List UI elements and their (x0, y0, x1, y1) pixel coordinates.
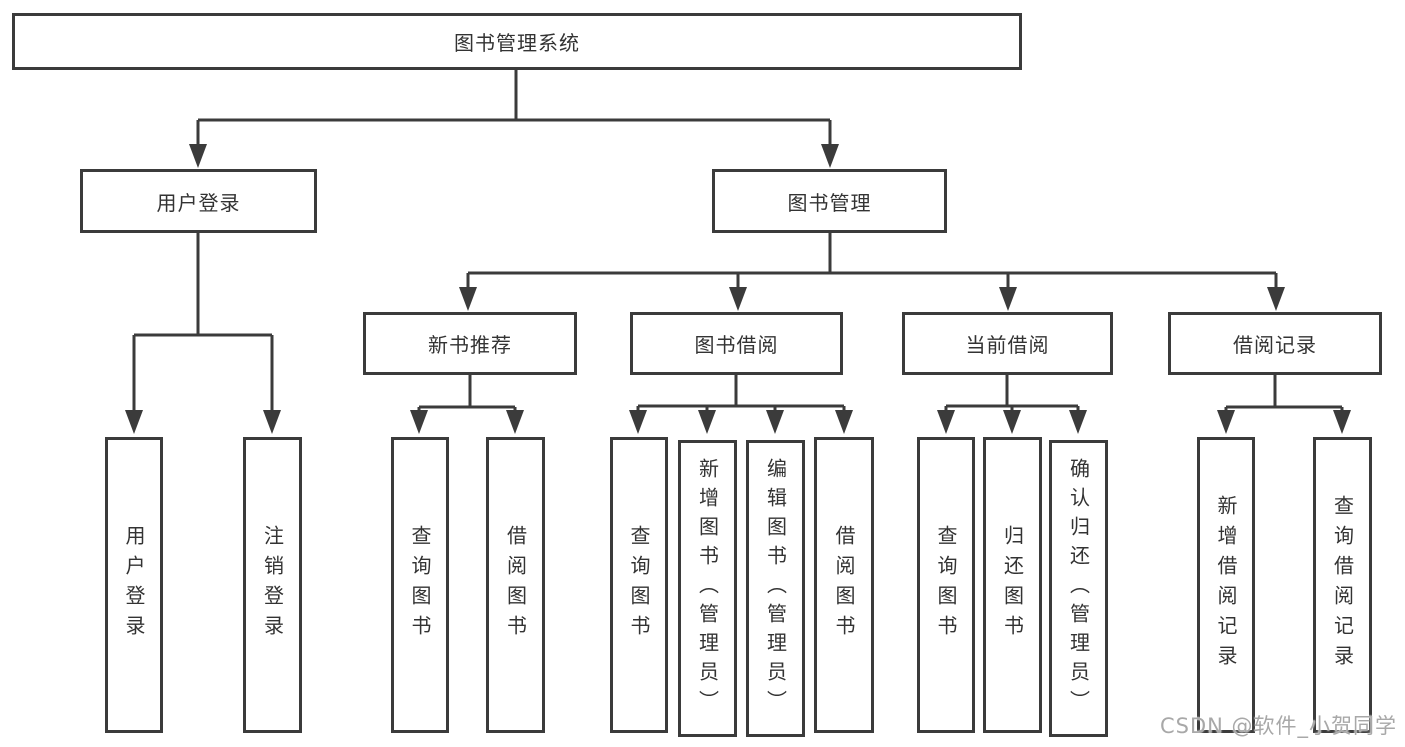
arrow-icon (1267, 287, 1285, 311)
connector-book-management (466, 233, 1278, 291)
node-book-borrowing: 图书借阅 (630, 312, 843, 375)
connector-borrowing-records (1224, 375, 1344, 414)
arrowheads (125, 144, 1351, 434)
arrow-icon (459, 287, 477, 311)
node-book-management-label: 图书管理 (787, 190, 872, 215)
arrow-icon (629, 410, 647, 434)
leaf-query-books-borrowing-label: 查询图书 (627, 525, 651, 645)
arrow-icon (410, 410, 428, 434)
node-borrowing-records-label: 借阅记录 (1233, 333, 1317, 357)
leaf-edit-books-admin-label: 编辑图书（管理员） (763, 458, 788, 719)
node-root-label: 图书管理系统 (454, 31, 580, 55)
leaf-query-books-recommend: 查询图书 (391, 437, 449, 733)
leaf-add-books-admin: 新增图书（管理员） (678, 440, 737, 737)
leaf-logout-label: 注销登录 (260, 525, 285, 645)
connector-root (196, 70, 832, 150)
leaf-query-books-current-label: 查询图书 (934, 525, 958, 645)
node-user-login-label: 用户登录 (156, 190, 241, 215)
leaf-edit-books-admin: 编辑图书（管理员） (746, 440, 805, 737)
node-new-book-recommend-label: 新书推荐 (428, 333, 512, 357)
node-book-borrowing-label: 图书借阅 (694, 333, 779, 357)
arrow-icon (1217, 410, 1235, 434)
arrow-icon (189, 144, 207, 168)
leaf-user-login-label: 用户登录 (122, 525, 146, 645)
arrow-icon (263, 410, 281, 434)
arrow-icon (1069, 410, 1087, 434)
leaf-borrow-books-borrowing: 借阅图书 (814, 437, 874, 733)
leaf-borrow-books-borrowing-label: 借阅图书 (832, 525, 856, 645)
leaf-query-books-current: 查询图书 (917, 437, 975, 733)
leaf-add-books-admin-label: 新增图书（管理员） (695, 458, 720, 719)
leaf-borrow-books-recommend: 借阅图书 (486, 437, 545, 733)
node-current-borrowing: 当前借阅 (902, 312, 1113, 375)
arrow-icon (698, 410, 716, 434)
leaf-user-login: 用户登录 (105, 437, 163, 733)
leaf-query-borrow-record: 查询借阅记录 (1313, 437, 1372, 733)
connector-user-login (132, 233, 274, 414)
node-root: 图书管理系统 (12, 13, 1022, 70)
arrow-icon (999, 287, 1017, 311)
leaf-query-borrow-record-label: 查询借阅记录 (1330, 495, 1355, 675)
leaf-confirm-return-admin-label: 确认归还（管理员） (1066, 458, 1091, 719)
arrow-icon (821, 144, 839, 168)
arrow-icon (729, 287, 747, 311)
arrow-icon (506, 410, 524, 434)
arrow-icon (835, 410, 853, 434)
leaf-return-books: 归还图书 (983, 437, 1042, 733)
connector-current-borrowing (944, 375, 1080, 414)
connector-new-book (417, 375, 517, 414)
leaf-return-books-label: 归还图书 (1000, 525, 1025, 645)
node-current-borrowing-label: 当前借阅 (965, 333, 1050, 357)
node-user-login: 用户登录 (80, 169, 317, 233)
node-new-book-recommend: 新书推荐 (363, 312, 577, 375)
watermark: CSDN @软件_小贺同学 (1160, 714, 1398, 738)
leaf-confirm-return-admin: 确认归还（管理员） (1049, 440, 1108, 737)
leaf-logout: 注销登录 (243, 437, 302, 733)
node-borrowing-records: 借阅记录 (1168, 312, 1382, 375)
arrow-icon (1333, 410, 1351, 434)
leaf-query-books-recommend-label: 查询图书 (408, 525, 432, 645)
arrow-icon (937, 410, 955, 434)
node-book-management: 图书管理 (712, 169, 947, 233)
leaf-borrow-books-recommend-label: 借阅图书 (503, 525, 528, 645)
leaf-add-borrow-record-label: 新增借阅记录 (1214, 495, 1238, 675)
arrow-icon (766, 410, 784, 434)
arrow-icon (1003, 410, 1021, 434)
leaf-add-borrow-record: 新增借阅记录 (1197, 437, 1255, 733)
leaf-query-books-borrowing: 查询图书 (610, 437, 668, 733)
connector-book-borrowing (636, 375, 846, 414)
arrow-icon (125, 410, 143, 434)
